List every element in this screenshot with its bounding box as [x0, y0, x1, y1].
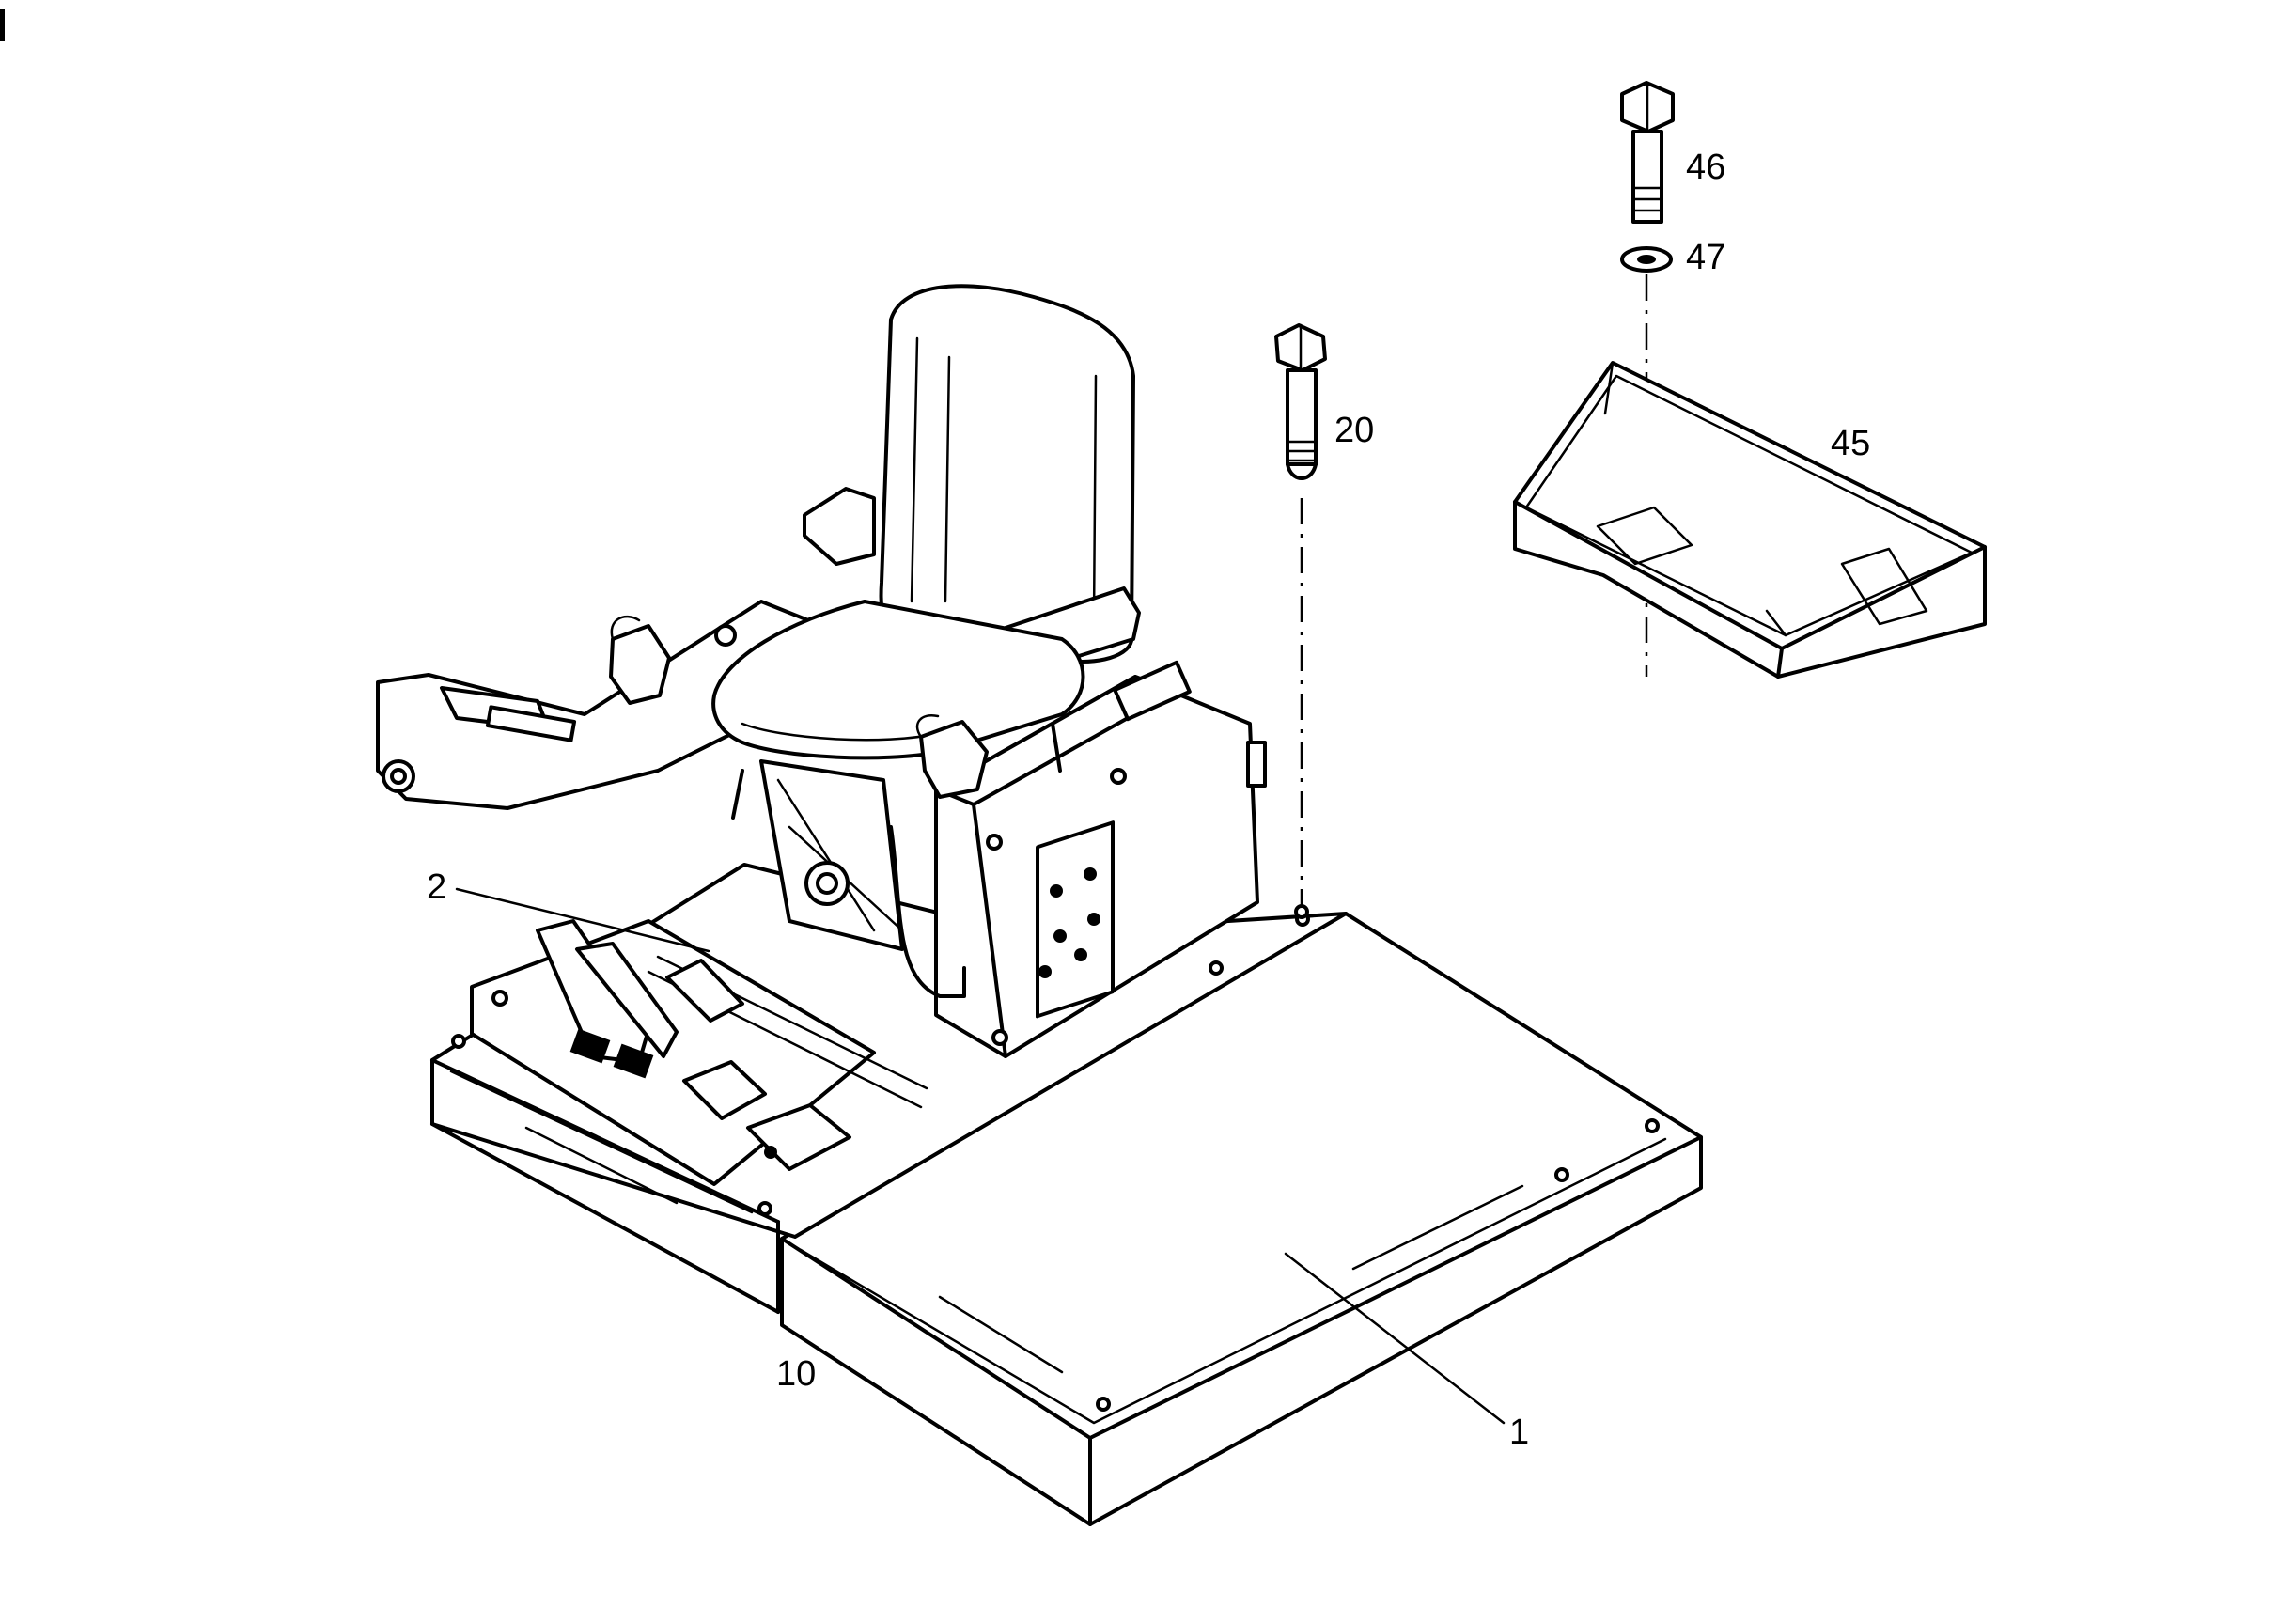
- washer-47: [1620, 246, 1673, 273]
- bolt-46: [1620, 81, 1675, 224]
- storage-tray: [1513, 361, 1987, 679]
- operator-seat: [711, 284, 1141, 998]
- control-tower: [934, 660, 1267, 1058]
- callout-46: 46: [1686, 148, 1725, 187]
- pedal-panel: [470, 919, 928, 1186]
- callout-leaders: [455, 887, 1506, 1425]
- callout-20: 20: [1334, 411, 1374, 450]
- scan-mark: [0, 9, 5, 41]
- callout-47: 47: [1686, 238, 1725, 277]
- callout-10: 10: [776, 1354, 816, 1394]
- bolt-20: [1274, 323, 1327, 919]
- callout-1: 1: [1509, 1413, 1529, 1452]
- callout-2: 2: [427, 867, 446, 907]
- left-arm-console: [376, 600, 810, 810]
- callout-45: 45: [1831, 424, 1870, 463]
